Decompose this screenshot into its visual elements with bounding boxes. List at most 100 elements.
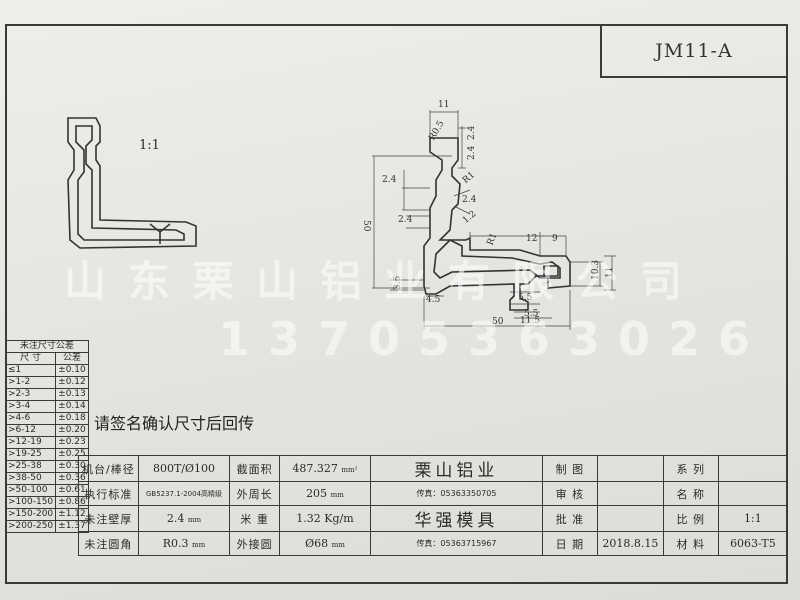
dim-11-b: 11 (605, 267, 615, 278)
dim-9: 9 (552, 234, 558, 244)
large-profile-hole (543, 265, 559, 277)
tolerance-table: 未注尺寸公差 尺 寸 公差 ≤1±0.10 >1-2±0.12 >2-3±0.1… (4, 340, 89, 533)
dim-11-5: 11.5 (520, 316, 540, 326)
radius-value: R0.3 (162, 537, 189, 550)
dim-2-4-c: 2.4 (382, 175, 397, 185)
table-row: >50-100±0.61 (4, 484, 89, 497)
title-block: 机台/棒径 800T/Ø100 截面积 487.327 mm² 栗山铝业 制 图… (78, 455, 789, 556)
machine-value: 800T/Ø100 (137, 455, 231, 482)
radius-cell: R0.3 mm (137, 531, 231, 556)
perimeter-value: 205 (306, 487, 328, 500)
review-label: 审 核 (541, 481, 598, 506)
area-value: 487.327 (292, 462, 338, 475)
dim-10-3: 10.3 (591, 260, 601, 280)
table-row: >3-4±0.14 (4, 400, 89, 413)
table-row: >6-12±0.20 (4, 424, 89, 437)
wall-cell: 2.4 mm (137, 505, 231, 532)
circle-value: Ø68 (305, 537, 329, 550)
table-row: >19-25±0.25 (4, 448, 89, 461)
wall-label: 未注壁厚 (78, 505, 139, 532)
approve-label: 批 准 (541, 505, 598, 532)
material-value: 6063-T5 (717, 531, 789, 556)
table-row: >150-200±1.12 (4, 508, 89, 521)
perimeter-label: 外周长 (229, 481, 280, 506)
dim-2-4-a: 2.4 (467, 125, 477, 140)
drafter-label: 制 图 (541, 455, 598, 482)
ratio-label: 比 例 (662, 505, 719, 532)
fax-1: 传真：05363350705 (369, 481, 543, 506)
table-row: >25-38±0.30 (4, 460, 89, 473)
table-row: >12-19±0.23 (4, 436, 89, 449)
dim-50-horizontal: 50 (492, 317, 504, 327)
dim-4-5: 4.5 (426, 295, 441, 305)
small-profile-slot (149, 223, 171, 244)
dim-2-4-d: 2.4 (398, 215, 413, 225)
dimension-texts: 11 R0.5 2.4 2.4 R1 2.4 50 2.4 2.4 1.2 R1… (361, 100, 615, 327)
circle-label: 外接圆 (229, 531, 280, 556)
table-row: >200-250±1.37 (4, 520, 89, 533)
circle-unit: mm (331, 541, 345, 549)
table-row: >38-50±0.36 (4, 472, 89, 485)
company-1: 栗山铝业 (369, 455, 543, 482)
scale-label: 1:1 (139, 138, 160, 153)
company-2: 华强模具 (369, 505, 543, 532)
drafter-value (596, 455, 664, 482)
small-profile-inner (75, 125, 185, 241)
date-label: 日 期 (541, 531, 598, 556)
small-profile-outer (67, 117, 197, 249)
drawing-code: JM11-A (600, 26, 786, 78)
large-profile-inner (433, 239, 561, 279)
approve-value (596, 505, 664, 532)
series-value (717, 455, 789, 482)
radius-label: 未注圆角 (78, 531, 139, 556)
circle-cell: Ø68 mm (278, 531, 371, 556)
tolerance-col-tol: 公差 (55, 352, 89, 365)
table-row: >4-6±0.18 (4, 412, 89, 425)
radius-unit: mm (192, 541, 206, 549)
drawing-frame (5, 24, 788, 584)
dimension-lines (372, 110, 616, 330)
table-row: >100-150±0.86 (4, 496, 89, 509)
weight-label: 米 重 (229, 505, 280, 532)
ratio-value: 1:1 (717, 505, 789, 532)
tolerance-title: 未注尺寸公差 (5, 340, 89, 353)
dim-3-5: 3.5 (393, 275, 403, 290)
area-label: 截面积 (229, 455, 280, 482)
standard-label: 执行标准 (78, 481, 139, 506)
dim-r1: R1 (461, 170, 477, 186)
weight-value: 1.32 Kg/m (278, 505, 371, 532)
large-profile (423, 137, 571, 311)
review-value (596, 481, 664, 506)
name-label: 名 称 (662, 481, 719, 506)
dim-1-2-a: 1.2 (461, 209, 478, 226)
table-row: >1-2±0.12 (4, 376, 89, 389)
perimeter-unit: mm (330, 491, 344, 499)
perimeter-cell: 205 mm (278, 481, 371, 506)
area-unit: mm² (341, 466, 358, 474)
dim-50-vertical: 50 (361, 220, 371, 232)
wall-unit: mm (187, 516, 202, 524)
series-label: 系 列 (662, 455, 719, 482)
confirm-note: 请签名确认尺寸后回传 (94, 414, 255, 433)
dim-11: 11 (438, 100, 449, 110)
area-cell: 487.327 mm² (278, 455, 371, 482)
standard-value: GB5237.1-2004高精级 (137, 481, 231, 506)
table-row: ≤1±0.10 (4, 364, 89, 377)
name-value (717, 481, 789, 506)
large-profile-outer (423, 137, 571, 311)
dim-12: 12 (526, 234, 537, 244)
fax-2: 传真：05363715967 (369, 531, 543, 556)
table-row: >2-3±0.13 (4, 388, 89, 401)
wall-value: 2.4 (166, 512, 185, 525)
date-value: 2018.8.15 (596, 531, 664, 556)
material-label: 材 料 (662, 531, 719, 556)
small-profile (67, 117, 197, 249)
dim-5-5-b: 5.5 (524, 309, 539, 319)
dim-2-4-b: 2.4 (467, 145, 477, 160)
dim-5-5: 5.5 (518, 293, 533, 303)
dim-r1-b: R1 (486, 232, 500, 247)
dim-2-4-e: 2.4 (462, 195, 477, 205)
machine-label: 机台/棒径 (78, 455, 139, 482)
